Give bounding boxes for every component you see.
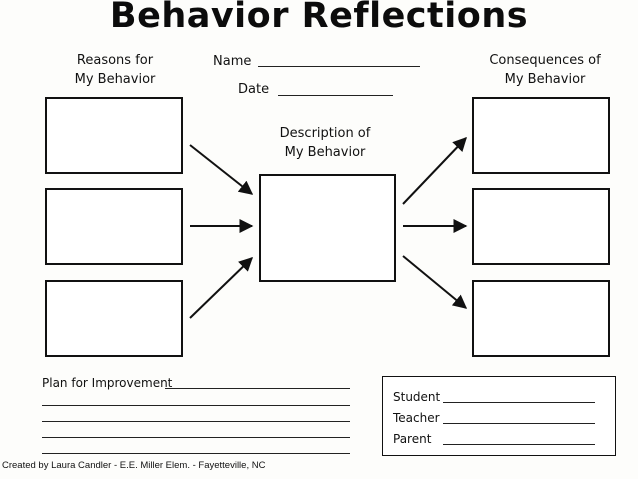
- plan-line-4[interactable]: [42, 437, 350, 438]
- student-signature-field[interactable]: [443, 402, 595, 403]
- teacher-signature-field[interactable]: [443, 423, 595, 424]
- arrow-consequence-3: [402, 255, 468, 309]
- consequence-box-1[interactable]: [472, 97, 610, 174]
- reason-box-3[interactable]: [45, 280, 183, 357]
- consequences-heading-line2: My Behavior: [504, 72, 586, 87]
- plan-line-5[interactable]: [42, 453, 350, 454]
- consequences-heading: Consequences of My Behavior: [470, 51, 620, 89]
- description-box[interactable]: [259, 174, 396, 282]
- date-field[interactable]: [278, 95, 393, 96]
- plan-line-1[interactable]: [165, 388, 350, 389]
- arrow-reason-1: [189, 144, 254, 195]
- date-label: Date: [238, 82, 270, 97]
- parent-label: Parent: [393, 432, 432, 446]
- reasons-heading-line1: Reasons for: [76, 53, 154, 68]
- student-label: Student: [393, 390, 441, 404]
- reasons-heading: Reasons for My Behavior: [50, 51, 180, 89]
- parent-signature-field[interactable]: [443, 444, 595, 445]
- description-heading-line2: My Behavior: [284, 145, 366, 160]
- reason-box-2[interactable]: [45, 188, 183, 265]
- teacher-label: Teacher: [393, 411, 440, 425]
- consequence-box-3[interactable]: [472, 280, 610, 357]
- reasons-heading-line2: My Behavior: [74, 72, 156, 87]
- plan-label: Plan for Improvement: [42, 376, 173, 390]
- consequence-box-2[interactable]: [472, 188, 610, 265]
- description-heading: Description of My Behavior: [255, 124, 395, 162]
- page-title: Behavior Reflections: [109, 0, 529, 36]
- plan-line-3[interactable]: [42, 421, 350, 422]
- arrow-consequence-1: [402, 136, 467, 205]
- arrow-reason-3: [189, 257, 254, 319]
- signature-box: [382, 376, 616, 456]
- name-field[interactable]: [258, 66, 420, 67]
- consequences-heading-line1: Consequences of: [489, 53, 601, 68]
- name-label: Name: [213, 54, 252, 69]
- reason-box-1[interactable]: [45, 97, 183, 174]
- footer-credit: Created by Laura Candler - E.E. Miller E…: [2, 460, 266, 471]
- description-heading-line1: Description of: [279, 126, 371, 141]
- plan-line-2[interactable]: [42, 405, 350, 406]
